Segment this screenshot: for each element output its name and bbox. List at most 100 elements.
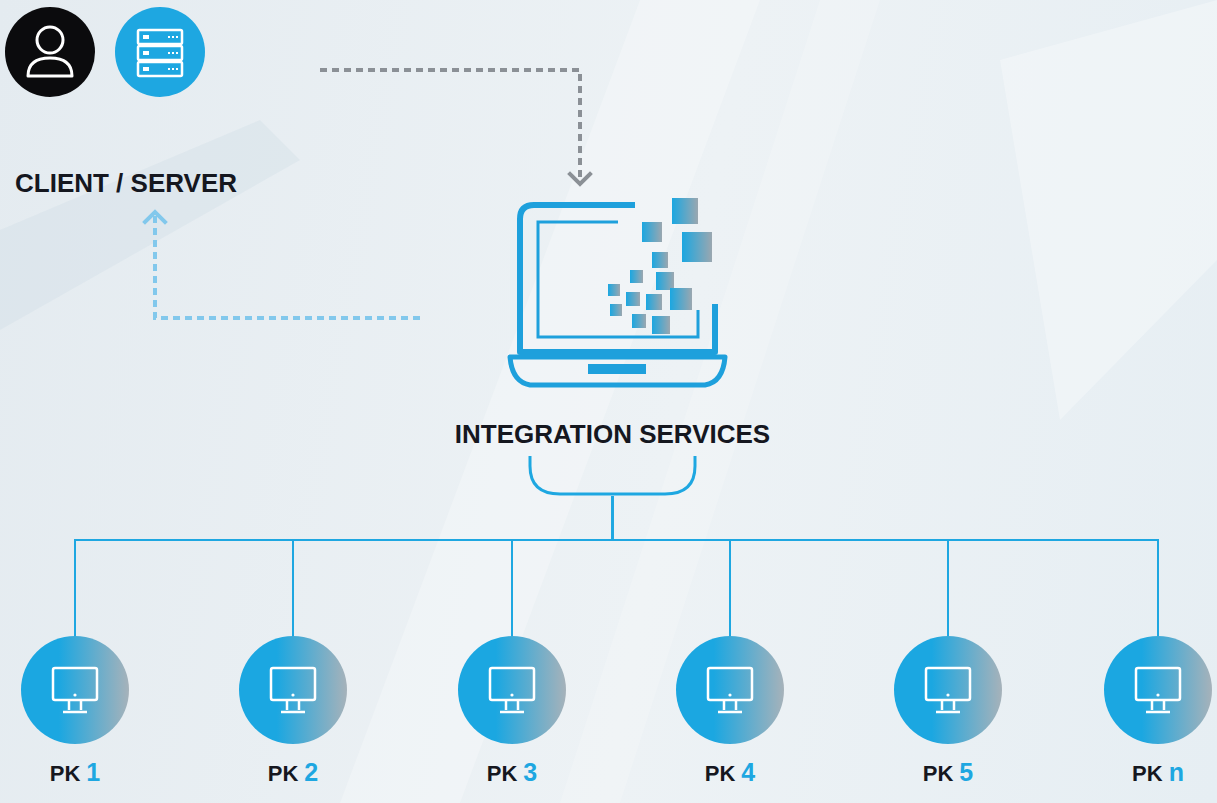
pk-node: PKn xyxy=(1103,636,1213,790)
server-led xyxy=(143,51,149,55)
monitor-screen xyxy=(53,668,97,700)
pixel-square xyxy=(652,252,668,268)
server-unit xyxy=(138,46,182,60)
pk-circle xyxy=(676,636,784,744)
pc-label: PK xyxy=(50,761,81,786)
pc-number: n xyxy=(1169,758,1184,786)
connector-line xyxy=(512,496,613,636)
pc-number: 2 xyxy=(304,758,318,786)
pixel-square xyxy=(670,288,692,310)
arrow-head xyxy=(145,212,165,222)
pk-circle xyxy=(21,636,129,744)
server-led xyxy=(143,35,149,39)
bracket xyxy=(530,456,695,494)
monitor-dot xyxy=(728,693,731,696)
laptop-screen-inner xyxy=(538,222,698,337)
pk-node: PK2 xyxy=(238,636,348,790)
pc-label: PK xyxy=(268,761,299,786)
response-arrow xyxy=(145,212,420,318)
monitor-dot xyxy=(291,693,294,696)
person-head xyxy=(37,27,63,53)
node-label: CLIENT / SERVER xyxy=(15,166,320,200)
monitor-screen xyxy=(490,668,534,700)
connector-line xyxy=(75,496,613,636)
client-server-node: CLIENT / SERVER xyxy=(0,0,320,204)
connector-line xyxy=(613,496,949,636)
pc-number: 5 xyxy=(959,758,973,786)
laptop-screen xyxy=(520,205,715,352)
monitor-stand xyxy=(936,700,960,712)
pixel-square xyxy=(646,294,662,310)
label-box: PK4 xyxy=(675,758,785,790)
connector-line xyxy=(320,70,580,184)
computer-icon xyxy=(675,636,785,744)
laptop-touchpad xyxy=(588,364,646,374)
pc-number: 4 xyxy=(741,758,755,786)
background-band xyxy=(1000,0,1217,420)
pc-label: PK xyxy=(1132,761,1163,786)
monitor-stand xyxy=(63,700,87,712)
monitor-screen xyxy=(271,668,315,700)
pc-label: PK xyxy=(923,761,954,786)
request-arrow xyxy=(320,70,590,184)
pixel-square xyxy=(610,304,622,316)
monitor-stand xyxy=(281,700,305,712)
monitor-stand xyxy=(1146,700,1170,712)
computer-icon xyxy=(238,636,348,744)
monitor-stand xyxy=(718,700,742,712)
label-box: PKn xyxy=(1103,758,1213,790)
background-band xyxy=(560,0,880,803)
pixel-square xyxy=(656,272,674,290)
node-label: INTEGRATION SERVICES xyxy=(420,418,805,450)
laptop-icon xyxy=(420,192,805,392)
server-unit xyxy=(138,62,182,76)
server-circle xyxy=(115,7,205,97)
monitor-stand xyxy=(500,700,524,712)
connector-line xyxy=(613,496,731,636)
bracket-icon xyxy=(420,450,805,496)
monitor-screen xyxy=(708,668,752,700)
label-box: PK3 xyxy=(457,758,567,790)
pk-circle xyxy=(239,636,347,744)
pk-node: PK1 xyxy=(20,636,130,790)
tree-line xyxy=(613,496,1159,636)
pixel-square xyxy=(608,284,620,296)
pc-label: PK xyxy=(487,761,518,786)
pixel-square xyxy=(682,232,712,262)
monitor-dot xyxy=(1156,693,1159,696)
label-box: PK2 xyxy=(238,758,348,790)
pk-node: PK3 xyxy=(457,636,567,790)
pc-number: 3 xyxy=(523,758,537,786)
computer-icon xyxy=(457,636,567,744)
arrow-head xyxy=(570,174,590,184)
client-server-icons xyxy=(4,4,214,104)
pixel-square xyxy=(626,292,640,306)
pc-label: PK xyxy=(705,761,736,786)
laptop-base xyxy=(510,357,725,385)
monitor-dot xyxy=(946,693,949,696)
monitor-screen xyxy=(926,668,970,700)
connector-line xyxy=(293,496,613,636)
pk-node: PK4 xyxy=(675,636,785,790)
server-unit xyxy=(138,30,182,44)
computer-icon xyxy=(20,636,130,744)
person-body xyxy=(28,58,72,76)
pk-circle xyxy=(458,636,566,744)
computer-icon xyxy=(1103,636,1213,744)
label-box: CLIENT / SERVER xyxy=(0,166,320,204)
client-circle xyxy=(5,7,95,97)
server-led xyxy=(143,67,149,71)
pixel-square xyxy=(672,198,698,224)
label-box: PK1 xyxy=(20,758,130,790)
pc-number: 1 xyxy=(86,758,100,786)
pixel-square xyxy=(642,222,662,242)
label-box: INTEGRATION SERVICES xyxy=(420,418,805,450)
tree-line xyxy=(75,496,613,636)
computer-icon xyxy=(893,636,1003,744)
integration-node: INTEGRATION SERVICES xyxy=(420,192,805,496)
monitor-dot xyxy=(73,693,76,696)
monitor-dot xyxy=(510,693,513,696)
pk-circle xyxy=(1104,636,1212,744)
